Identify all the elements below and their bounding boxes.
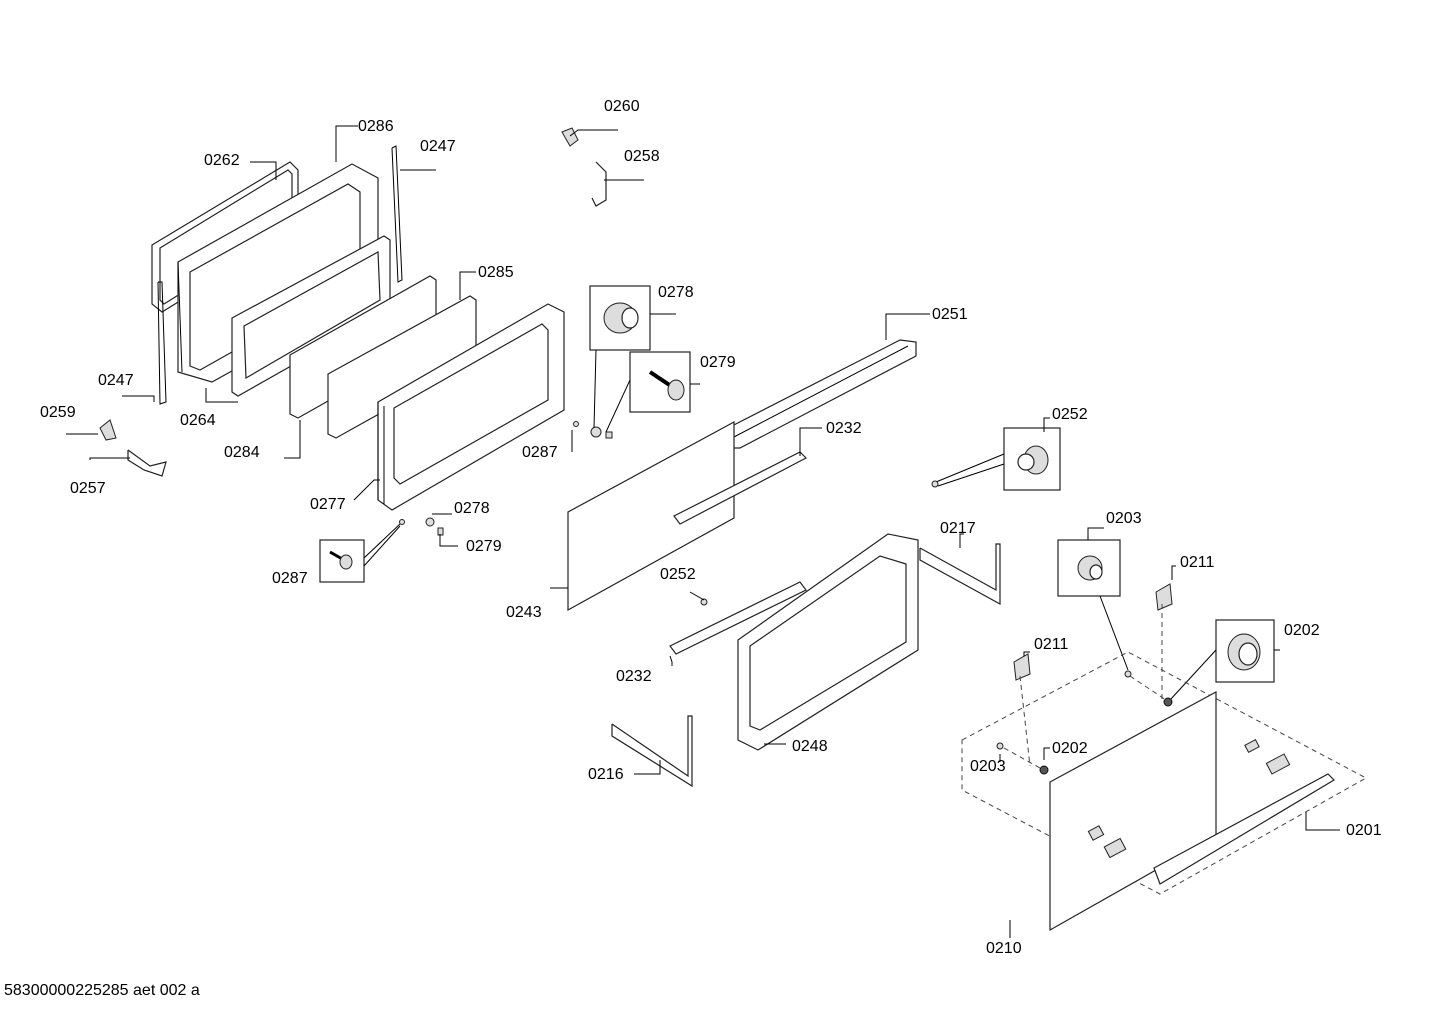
callout-0287-lower: 0287 [272, 570, 308, 587]
knob-0203-upper [1124, 670, 1132, 678]
panel-0243 [567, 420, 735, 612]
control-panel-0210 [1049, 690, 1217, 932]
callout-0259: 0259 [40, 404, 76, 421]
knob-0203-lower [996, 742, 1004, 750]
callout-0260: 0260 [604, 98, 640, 115]
callout-0262: 0262 [204, 152, 240, 169]
inner-door-frame-0248 [737, 533, 919, 751]
screw-0287-lower [399, 519, 405, 525]
callout-0258: 0258 [624, 148, 660, 165]
rail-0232-lower [669, 581, 807, 655]
rail-0232-upper [673, 451, 808, 525]
callout-0232-lower: 0232 [616, 668, 652, 685]
seal-strip-0247-left [157, 281, 167, 405]
bracket-0217 [919, 543, 1001, 606]
callout-0252-right: 0252 [1052, 406, 1088, 423]
seal-strip-0247-right [391, 145, 403, 283]
hinge-plate-0211-upper [1155, 583, 1173, 611]
callout-0247-top: 0247 [420, 138, 456, 155]
callout-0277: 0277 [310, 496, 346, 513]
callout-0243: 0243 [506, 604, 542, 621]
callout-0247-left: 0247 [98, 372, 134, 389]
callout-0285: 0285 [478, 264, 514, 281]
clip-0259 [99, 419, 117, 441]
callout-0286: 0286 [358, 118, 394, 135]
screw-0252-right [931, 480, 939, 488]
rail-0251 [723, 339, 917, 449]
callout-0278-top: 0278 [658, 284, 694, 301]
callout-0279-top: 0279 [700, 354, 736, 371]
callout-0251: 0251 [932, 306, 968, 323]
zoom-box-0279 [605, 351, 691, 433]
callout-0279-lower: 0279 [466, 538, 502, 555]
callout-0217: 0217 [940, 520, 976, 537]
hinge-bracket-0258 [591, 161, 607, 207]
callout-0211-lower: 0211 [1034, 636, 1069, 653]
zoom-box-0203 [1057, 539, 1129, 671]
screw-0287-upper [573, 421, 579, 427]
leader-lines [66, 125, 1340, 938]
zoom-box-0252 [935, 427, 1061, 491]
knob-0202-upper [1163, 697, 1173, 707]
zoom-box-0287 [319, 523, 401, 583]
hinge-part-0260 [561, 127, 579, 147]
hinge-plate-0211-lower [1013, 653, 1031, 681]
door-frame-0277 [377, 303, 565, 511]
knob-0202-lower [1039, 765, 1049, 775]
callout-0210: 0210 [986, 940, 1022, 957]
handle-0201 [1153, 738, 1335, 885]
callout-0287-upper: 0287 [522, 444, 558, 461]
callout-0203-lower: 0203 [970, 758, 1006, 775]
callout-0216: 0216 [588, 766, 624, 783]
callout-0278-lower: 0278 [454, 500, 490, 517]
zoom-box-0278 [589, 285, 651, 429]
callout-0202-lower: 0202 [1052, 740, 1088, 757]
screw-0252-middle [700, 598, 708, 606]
assembly-outline [961, 651, 1368, 895]
callout-0211-top: 0211 [1180, 554, 1215, 571]
bushing-0278-upper [590, 426, 613, 439]
callout-0284: 0284 [224, 444, 260, 461]
callout-0248: 0248 [792, 738, 828, 755]
callout-0202-top: 0202 [1284, 622, 1320, 639]
zoom-box-0202 [1169, 619, 1275, 701]
bracket-0216 [611, 715, 693, 788]
callout-0203-top: 0203 [1106, 510, 1142, 527]
callout-0232-top: 0232 [826, 420, 862, 437]
screw-0279-lower [437, 527, 444, 536]
callout-0252-middle: 0252 [660, 566, 696, 583]
bracket-0257 [127, 449, 167, 477]
callout-0257: 0257 [70, 480, 106, 497]
callout-0264: 0264 [180, 412, 216, 429]
bushing-0278-lower [425, 517, 435, 527]
drawing-id-footer: 58300000225285 aet 002 a [4, 982, 200, 999]
callout-0201: 0201 [1346, 822, 1382, 839]
